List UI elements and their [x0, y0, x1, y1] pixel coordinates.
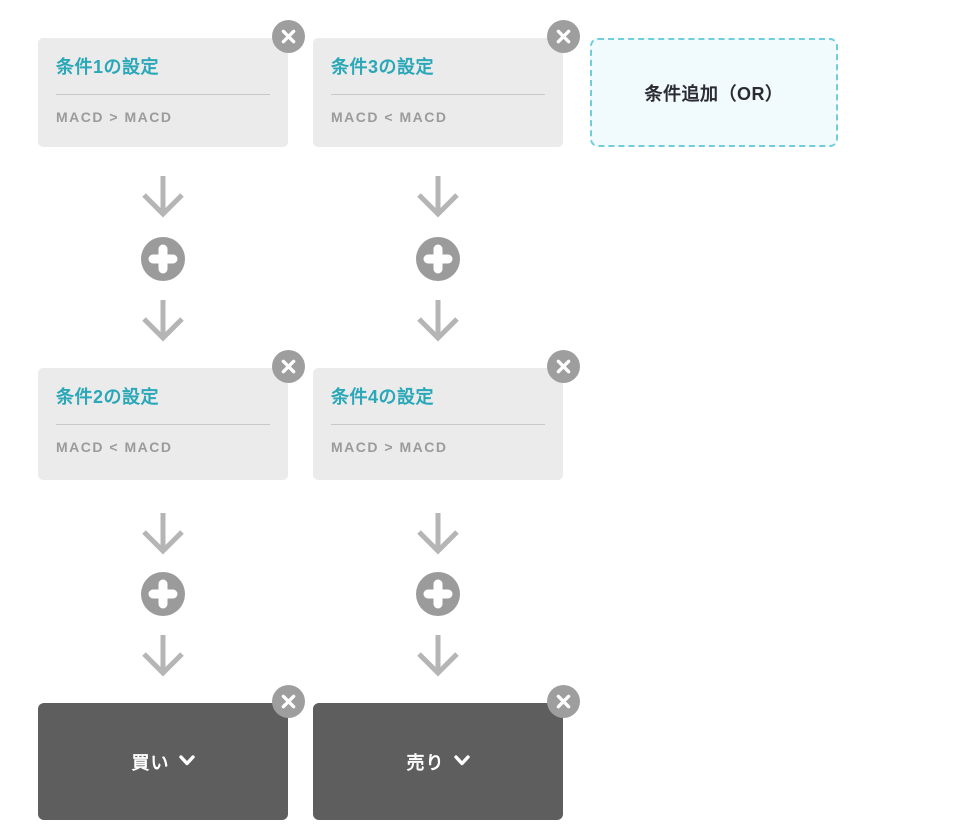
chevron-down-icon [178, 753, 195, 771]
close-button[interactable] [272, 20, 305, 53]
condition-title: 条件2の設定 [56, 387, 160, 407]
close-button[interactable] [547, 685, 580, 718]
divider [56, 94, 270, 95]
add-condition-or-label: 条件追加（OR） [644, 83, 784, 104]
close-button[interactable] [547, 20, 580, 53]
condition-rule: MACD < MACD [331, 109, 448, 125]
arrow-down-icon [414, 173, 462, 226]
add-step-button[interactable] [141, 571, 185, 619]
close-icon [281, 694, 296, 709]
close-icon [281, 29, 296, 44]
sell-branch-column: 条件3の設定 MACD < MACD 条件4の設定 MACD > MACD [313, 20, 580, 820]
add-condition-or-button[interactable]: 条件追加（OR） [590, 38, 838, 147]
chevron-down-icon [453, 753, 470, 771]
plus-icon [416, 571, 460, 619]
arrow-down-icon [414, 510, 462, 563]
condition-card-1[interactable]: 条件1の設定 MACD > MACD [38, 20, 305, 147]
add-step-button[interactable] [141, 236, 185, 284]
divider [331, 94, 545, 95]
buy-branch-column: 条件1の設定 MACD > MACD 条件2の設定 MACD < MACD [38, 20, 305, 820]
close-button[interactable] [272, 350, 305, 383]
condition-card-2[interactable]: 条件2の設定 MACD < MACD [38, 350, 305, 480]
arrow-down-icon [139, 173, 187, 226]
condition-card-4[interactable]: 条件4の設定 MACD > MACD [313, 350, 580, 480]
action-label: 買い [131, 752, 170, 773]
plus-icon [416, 236, 460, 284]
add-step-button[interactable] [416, 571, 460, 619]
divider [56, 424, 270, 425]
condition-title: 条件1の設定 [56, 57, 160, 77]
add-step-button[interactable] [416, 236, 460, 284]
condition-card-3[interactable]: 条件3の設定 MACD < MACD [313, 20, 580, 147]
condition-rule: MACD > MACD [331, 439, 448, 455]
arrow-down-icon [414, 297, 462, 350]
condition-rule: MACD < MACD [56, 439, 173, 455]
close-icon [556, 29, 571, 44]
buy-action-button[interactable]: 買い [38, 685, 305, 820]
plus-icon [141, 571, 185, 619]
arrow-down-icon [139, 510, 187, 563]
close-icon [556, 694, 571, 709]
action-label: 売り [406, 752, 445, 773]
arrow-down-icon [139, 297, 187, 350]
close-button[interactable] [547, 350, 580, 383]
arrow-down-icon [139, 632, 187, 685]
arrow-down-icon [414, 632, 462, 685]
condition-rule: MACD > MACD [56, 109, 173, 125]
close-icon [281, 359, 296, 374]
condition-title: 条件4の設定 [331, 387, 435, 407]
divider [331, 424, 545, 425]
plus-icon [141, 236, 185, 284]
close-icon [556, 359, 571, 374]
sell-action-button[interactable]: 売り [313, 685, 580, 820]
condition-title: 条件3の設定 [331, 57, 435, 77]
close-button[interactable] [272, 685, 305, 718]
